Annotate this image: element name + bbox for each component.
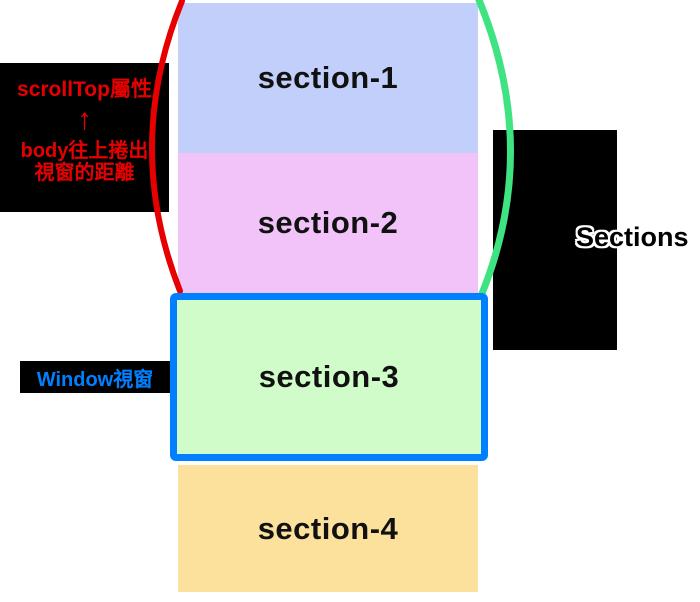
scrolltop-annotation-box: scrollTop屬性 ↑ body往上捲出 視窗的距離: [0, 63, 169, 212]
scroll-distance-label-line1: body往上捲出: [20, 140, 149, 162]
window-viewport-label: Window視窗: [36, 368, 154, 391]
section-1-box: section-1: [178, 3, 478, 153]
section-1-label: section-1: [257, 60, 399, 95]
window-viewport-label-box: Window視窗: [20, 361, 170, 393]
section-2-label: section-2: [257, 205, 399, 240]
window-viewport-box: section-3: [170, 293, 488, 461]
sections-label: Sections: [576, 222, 689, 252]
section-4-label: section-4: [257, 510, 399, 546]
section-2-box: section-2: [178, 153, 478, 293]
scroll-distance-label-line2: 視窗的距離: [34, 162, 135, 184]
scrolltop-property-label: scrollTop屬性: [17, 78, 152, 101]
section-4-box: section-4: [178, 465, 478, 592]
up-arrow-icon: ↑: [77, 103, 92, 136]
section-3-label: section-3: [258, 359, 400, 394]
